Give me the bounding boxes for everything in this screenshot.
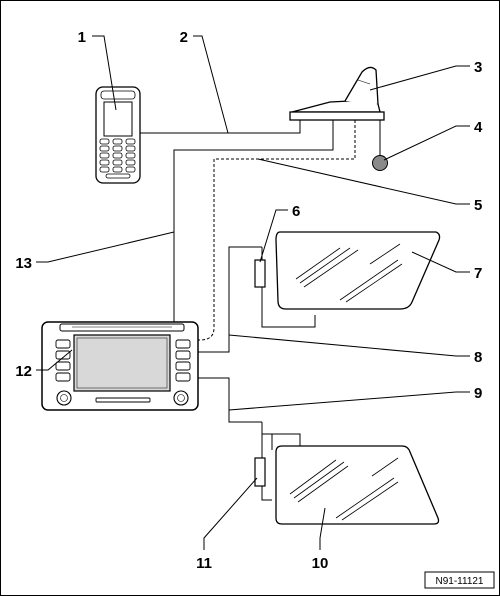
callout-2: 2 <box>180 29 188 46</box>
leader-8 <box>228 334 470 357</box>
callout-5: 5 <box>474 197 482 214</box>
leader-1 <box>92 35 117 111</box>
callout-11: 11 <box>196 555 212 572</box>
leader-6 <box>259 209 288 263</box>
reference-code-box: N91-11121 <box>424 571 495 589</box>
window-pane-upper <box>275 231 441 310</box>
leader-9 <box>228 391 470 411</box>
callout-8: 8 <box>474 349 482 366</box>
radio-right-buttons <box>175 339 191 382</box>
wire-radio-lower-amp <box>198 377 262 423</box>
radio-navigation-unit <box>41 321 199 411</box>
callout-1: 1 <box>78 29 86 46</box>
leader-7 <box>411 251 470 273</box>
leader-10 <box>319 507 326 550</box>
reference-code: N91-11121 <box>436 576 484 587</box>
leader-13 <box>36 231 175 263</box>
mobile-phone <box>95 86 141 184</box>
wire-phone-antenna <box>140 120 301 134</box>
radio-screen <box>73 334 171 392</box>
wiring <box>140 120 356 501</box>
leader-4 <box>383 125 470 161</box>
leader-3 <box>369 65 470 91</box>
callouts: 1 2 3 4 5 6 7 8 9 10 11 12 13 <box>15 29 483 572</box>
callout-10: 10 <box>312 555 329 572</box>
antenna-amplifier-lower <box>254 457 266 487</box>
radio-knob-left <box>56 390 72 406</box>
sensor <box>372 120 388 171</box>
callout-7: 7 <box>474 265 482 282</box>
wire-lower-amp-bottom <box>261 422 272 501</box>
leader-5 <box>257 158 470 205</box>
leader-2 <box>193 35 229 134</box>
leader-12 <box>36 349 73 371</box>
radio-left-buttons <box>55 339 71 382</box>
callout-9: 9 <box>474 385 482 402</box>
wire-antenna-radio <box>173 120 334 330</box>
window-pane-lower <box>275 445 440 525</box>
wire-radio-upper-amp <box>198 246 262 353</box>
callout-6: 6 <box>292 203 300 220</box>
callout-3: 3 <box>474 59 482 76</box>
callout-4: 4 <box>474 119 483 136</box>
leader-11 <box>203 477 258 550</box>
leader-lines <box>36 35 470 550</box>
callout-13: 13 <box>15 255 32 272</box>
wire-dashed-antenna <box>196 120 356 341</box>
radio-knob-right <box>173 390 189 406</box>
antenna-amplifier-upper <box>254 259 266 288</box>
wire-lower-amp-top <box>262 433 273 450</box>
wire-lower-amp-window <box>272 433 301 450</box>
phone-keypad <box>99 138 136 179</box>
callout-12: 12 <box>15 363 32 380</box>
roof-antenna <box>289 66 385 121</box>
